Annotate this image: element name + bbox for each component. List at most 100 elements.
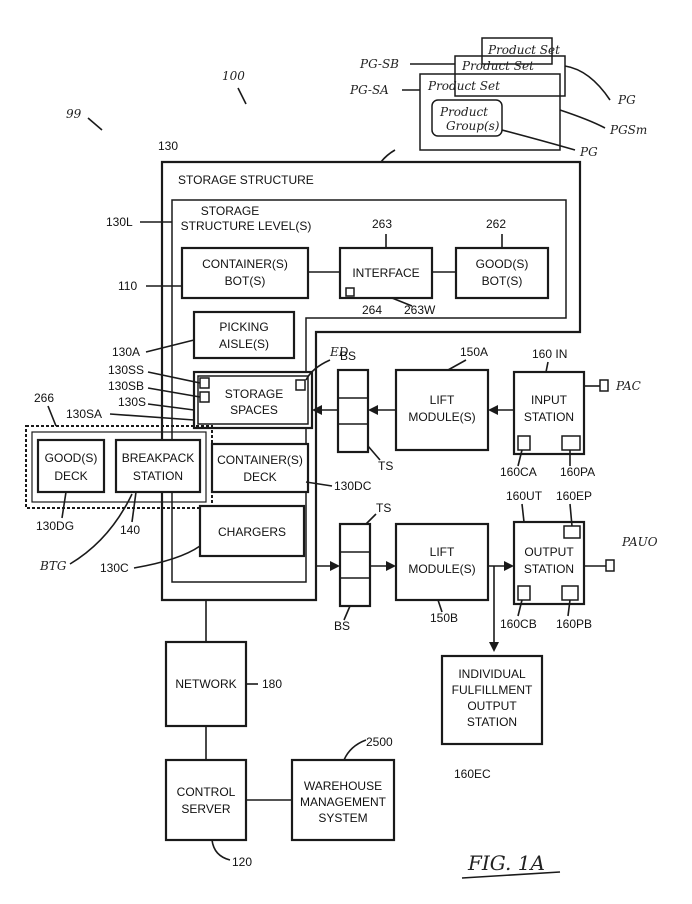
ref-150b: 150B xyxy=(430,611,458,625)
goods-deck-label-2: DECK xyxy=(54,469,87,483)
goods-bots-box xyxy=(456,248,548,298)
lift-module-b-label-2: MODULE(S) xyxy=(408,562,475,576)
lift-module-b-label-1: LIFT xyxy=(430,545,455,559)
arrow-into-lift-b xyxy=(386,561,396,571)
ref-262: 262 xyxy=(486,217,506,231)
ref-160ca: 160CA xyxy=(500,465,537,479)
ref-160ut-leader xyxy=(522,504,524,522)
ref-bs-bot: BS xyxy=(334,619,350,633)
pg2-leader xyxy=(502,130,575,150)
storage-spaces-label-2: SPACES xyxy=(230,403,278,417)
ref-130: 130 xyxy=(158,139,178,153)
storage-spaces-label-1: STORAGE xyxy=(225,387,283,401)
ref-bs-top: BS xyxy=(340,349,356,363)
ref-pac: PAC xyxy=(615,379,641,393)
arrow-into-lift-a xyxy=(488,405,498,415)
ref-160pb: 160PB xyxy=(556,617,592,631)
storage-structure-label: STORAGE STRUCTURE xyxy=(178,173,314,187)
ref-130sa: 130SA xyxy=(66,407,102,421)
individual-fulfillment-label-2: FULFILLMENT xyxy=(452,683,533,697)
product-set-sketch: Product Set Product Set Product Set Prod… xyxy=(349,38,647,159)
ref-160ec: 160EC xyxy=(454,767,491,781)
individual-fulfillment-label-1: INDIVIDUAL xyxy=(458,667,526,681)
pac-marker xyxy=(600,380,608,391)
product-group-label-2: Group(s) xyxy=(446,119,500,133)
product-set-front-label: Product Set xyxy=(427,79,500,93)
ref-150a-leader xyxy=(448,360,466,370)
picking-aisles-box xyxy=(194,312,294,358)
lift-module-a-label-2: MODULE(S) xyxy=(408,410,475,424)
control-server-label-1: CONTROL xyxy=(177,785,236,799)
pauo-marker xyxy=(606,560,614,571)
ref-ts-top-leader xyxy=(368,446,380,460)
ref-btg: BTG xyxy=(39,559,67,573)
product-group-label-1: Product xyxy=(439,105,488,119)
ref-160pa: 160PA xyxy=(560,465,595,479)
control-server-label-2: SERVER xyxy=(181,802,230,816)
ref-160ep: 160EP xyxy=(556,489,592,503)
ref-bs-bot-leader xyxy=(344,606,350,620)
ref-130ss: 130SS xyxy=(108,363,144,377)
wms-label-3: SYSTEM xyxy=(318,811,367,825)
picking-aisles-label-2: AISLE(S) xyxy=(219,337,269,351)
breakpack-station-box xyxy=(116,440,200,492)
ref-130l: 130L xyxy=(106,215,133,229)
ref-150a: 150A xyxy=(460,345,488,359)
ref-263: 263 xyxy=(372,217,392,231)
breakpack-station-label-1: BREAKPACK xyxy=(122,451,194,465)
ref-130dg: 130DG xyxy=(36,519,74,533)
output-station-label-2: STATION xyxy=(524,562,574,576)
ref-130sb: 130SB xyxy=(108,379,144,393)
goods-deck-label-1: GOOD(S) xyxy=(45,451,98,465)
ref-99-arrow xyxy=(88,118,102,130)
ref-110: 110 xyxy=(118,279,137,293)
container-bots-box xyxy=(182,248,308,298)
breakpack-station-label-2: STATION xyxy=(133,469,183,483)
ref-pgsa: PG-SA xyxy=(349,83,389,97)
ref-130a: 130A xyxy=(112,345,140,359)
ref-ts-top: TS xyxy=(378,459,393,473)
storage-levels-label-2: STRUCTURE LEVEL(S) xyxy=(181,219,312,233)
arrow-into-individual xyxy=(489,642,499,652)
wms-label-1: WAREHOUSE xyxy=(304,779,382,793)
network-label: NETWORK xyxy=(175,677,236,691)
ref-ts-bot: TS xyxy=(376,501,391,515)
goods-deck-box xyxy=(38,440,104,492)
container-deck-label-1: CONTAINER(S) xyxy=(217,453,303,467)
ref-2500-leader xyxy=(344,740,366,760)
arrow-into-upper-shelf xyxy=(368,405,378,415)
ref-130dc: 130DC xyxy=(334,479,372,493)
lower-transfer-shelf xyxy=(340,524,370,606)
pgsm-leader xyxy=(560,110,605,128)
ref-100: 100 xyxy=(222,69,245,83)
ref-160cb: 160CB xyxy=(500,617,537,631)
ref-2500: 2500 xyxy=(366,735,393,749)
product-set-top-label: Product Set xyxy=(487,43,560,57)
ref-pg2: PG xyxy=(579,145,598,159)
container-deck-label-2: DECK xyxy=(243,470,276,484)
ref-pg1: PG xyxy=(617,93,636,107)
ref-140: 140 xyxy=(120,523,140,537)
wms-label-2: MANAGEMENT xyxy=(300,795,387,809)
ref-266: 266 xyxy=(34,391,54,405)
ref-pgsm: PGSm xyxy=(609,123,647,137)
individual-fulfillment-label-3: OUTPUT xyxy=(467,699,517,713)
control-server-box xyxy=(166,760,246,840)
output-station-label-1: OUTPUT xyxy=(524,545,574,559)
container-bots-label-2: BOT(S) xyxy=(225,274,266,288)
input-station-label-2: STATION xyxy=(524,410,574,424)
ref-180: 180 xyxy=(262,677,282,691)
ref-264: 264 xyxy=(362,303,382,317)
ref-160in: 160 IN xyxy=(532,347,567,361)
ref-130s: 130S xyxy=(118,395,146,409)
ref-pgsb: PG-SB xyxy=(359,57,399,71)
ref-160in-leader xyxy=(546,362,548,372)
arrow-into-output xyxy=(504,561,514,571)
goods-bots-label-1: GOOD(S) xyxy=(476,257,529,271)
ref-266-leader xyxy=(48,406,56,426)
individual-fulfillment-label-4: STATION xyxy=(467,715,517,729)
ref-130c: 130C xyxy=(100,561,129,575)
input-station-label-1: INPUT xyxy=(531,393,568,407)
storage-levels-label-1: STORAGE xyxy=(201,204,259,218)
upper-transfer-shelf xyxy=(338,370,368,452)
